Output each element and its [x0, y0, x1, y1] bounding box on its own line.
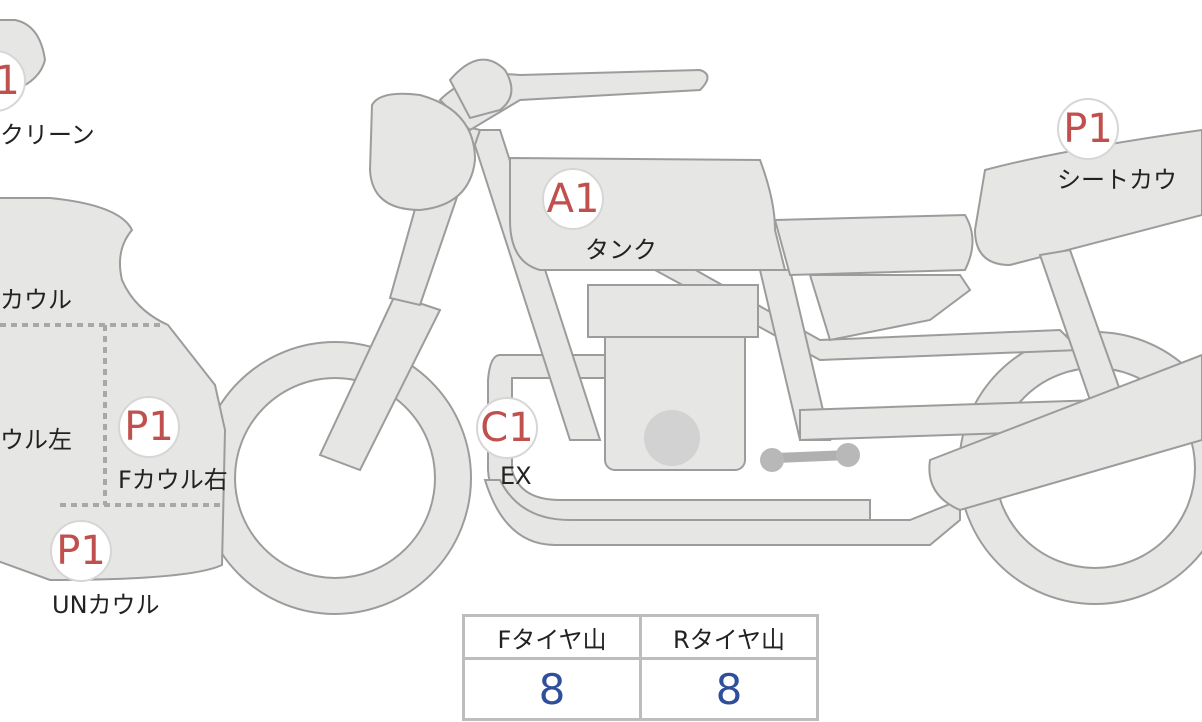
part-label-seat-cowl: シートカウ	[1057, 166, 1177, 194]
front-tire-value: 8	[462, 657, 642, 721]
rear-tire-value: 8	[639, 657, 819, 721]
headlight	[368, 92, 477, 212]
part-badge-ex[interactable]: C1	[476, 397, 538, 459]
part-badge-seat-cowl[interactable]: P1	[1057, 98, 1119, 160]
part-label-f-cowl-right: Fカウル右	[118, 466, 228, 494]
front-fork	[318, 293, 442, 472]
part-label-tank: タンク	[585, 236, 657, 264]
part-label-screen: クリーン	[0, 121, 95, 149]
part-label-cowl-left: ウル左	[0, 426, 72, 454]
front-tire-header: Fタイヤ山	[462, 614, 642, 660]
seat-cowl-part	[973, 128, 1202, 267]
part-label-cowl: カウル	[0, 286, 72, 314]
seat-part	[773, 213, 974, 277]
part-label-ex: EX	[500, 462, 532, 490]
part-label-un-cowl: UNカウル	[52, 591, 160, 619]
front-cowl-part	[0, 197, 227, 582]
part-badge-f-cowl-right[interactable]: P1	[118, 396, 180, 458]
rear-tire-header: Rタイヤ山	[639, 614, 819, 660]
part-badge-tank[interactable]: A1	[542, 168, 604, 230]
part-badge-un-cowl[interactable]: P1	[50, 520, 112, 582]
tire-tread-table: Fタイヤ山 Rタイヤ山 8 8	[462, 614, 819, 721]
